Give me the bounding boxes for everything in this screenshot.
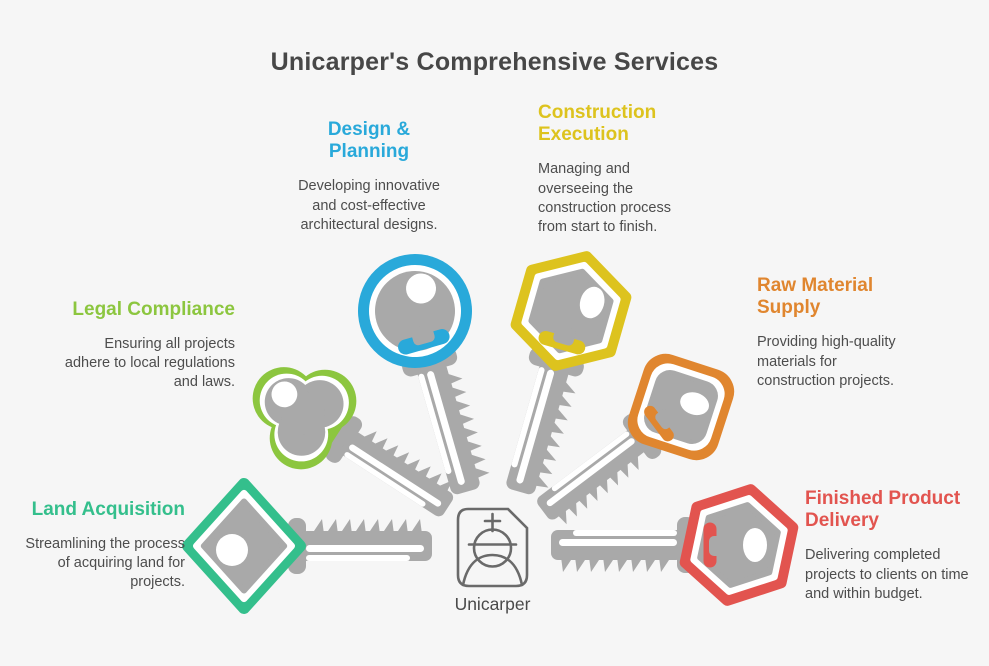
keyhole <box>743 528 767 562</box>
service-description: Ensuring all projects adhere to local re… <box>64 336 235 391</box>
keyhole <box>680 392 710 416</box>
service-description: Delivering completed projects to clients… <box>805 547 969 602</box>
service-title: Land Acquisition <box>31 499 185 520</box>
raw-material-supply-key-icon <box>527 353 735 532</box>
service-card-legal-compliance: Legal Compliance Ensuring all projects a… <box>45 299 235 393</box>
engineer-document-icon <box>456 507 529 588</box>
key-shaft <box>288 518 432 574</box>
service-title: Legal Compliance <box>72 299 235 320</box>
land-acquisition-key-icon <box>182 478 432 614</box>
key-shaft <box>551 517 695 573</box>
service-title: Raw Material Supply <box>757 275 874 319</box>
finished-product-delivery-key-icon <box>551 484 799 606</box>
service-title: Construction Execution <box>538 102 657 146</box>
center-label: Unicarper <box>454 594 531 614</box>
legal-compliance-key-icon <box>252 367 463 529</box>
service-card-construction-execution: Construction Execution Managing and over… <box>538 102 690 237</box>
keyhole <box>216 534 248 566</box>
service-description: Managing and overseeing the construction… <box>538 161 671 235</box>
service-title: Finished Product Delivery <box>805 488 961 532</box>
keyhole <box>579 286 605 319</box>
design-planning-key-icon <box>358 254 494 500</box>
service-card-design-planning: Design & Planning Developing innovative … <box>286 119 452 235</box>
service-description: Developing innovative and cost-effective… <box>298 178 440 233</box>
service-card-finished-product-delivery: Finished Product Delivery Delivering com… <box>805 488 979 604</box>
service-card-land-acquisition: Land Acquisition Streamlining the proces… <box>20 499 185 593</box>
construction-execution-key-icon <box>492 251 632 500</box>
service-description: Streamlining the process of acquiring la… <box>25 536 185 591</box>
page-title: Unicarper's Comprehensive Services <box>270 48 719 76</box>
service-description: Providing high-quality materials for con… <box>757 334 896 389</box>
keyhole <box>406 273 437 304</box>
service-card-raw-material-supply: Raw Material Supply Providing high-quali… <box>757 275 917 391</box>
service-title: Design & Planning <box>327 119 411 163</box>
keyhole <box>271 381 298 408</box>
